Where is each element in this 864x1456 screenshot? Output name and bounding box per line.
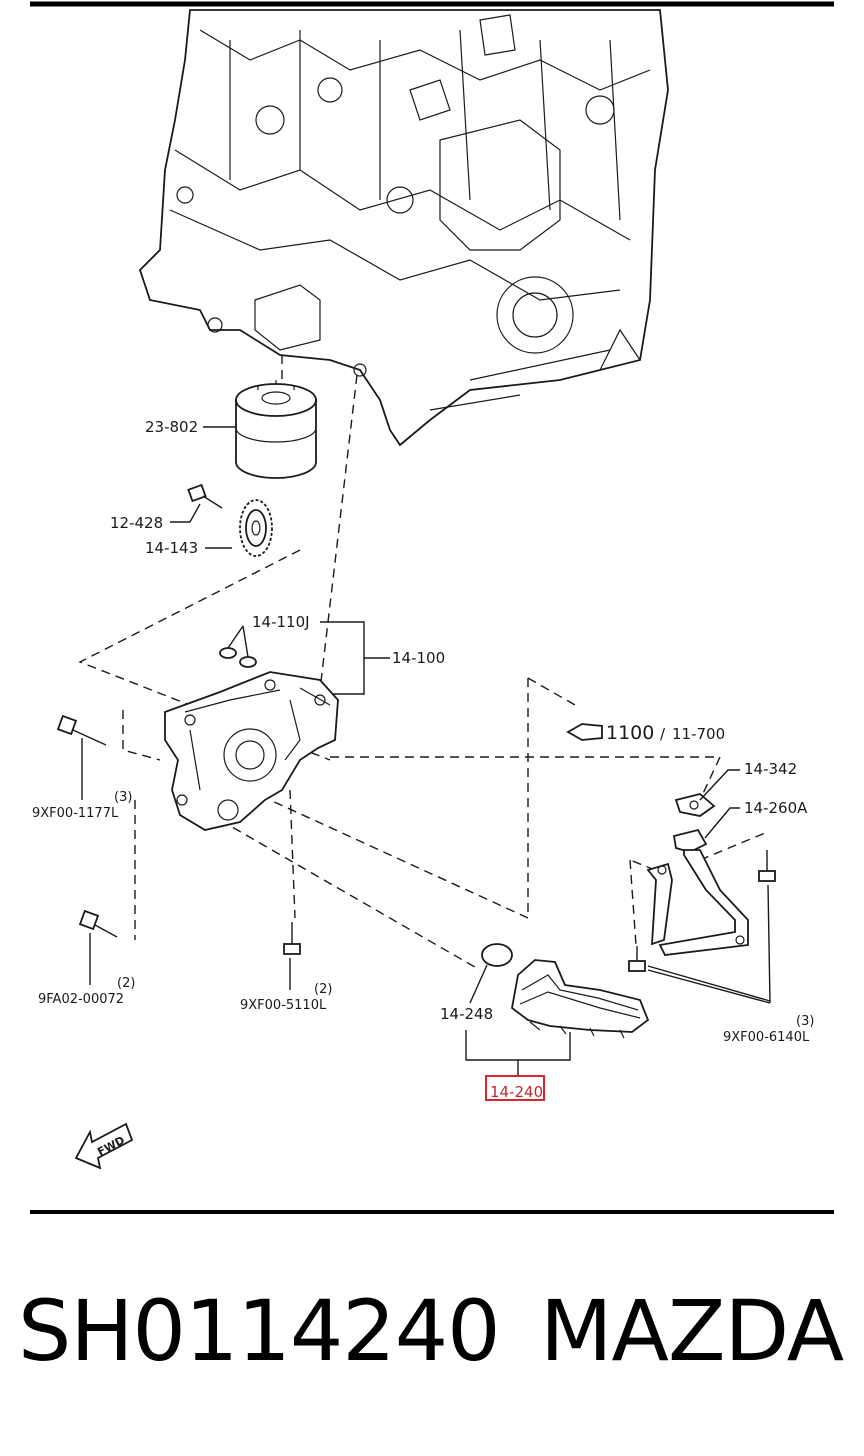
caption-brand: MAZDA — [540, 1282, 844, 1380]
ref-sub: 11-700 — [672, 725, 725, 743]
callout-pipe-260a: 14-260A — [744, 799, 808, 817]
callout-gasket-110j: 14-110J — [252, 613, 310, 631]
callout-strainer-assy: 14-240 — [490, 1083, 543, 1101]
callout-oring: 14-248 — [440, 1005, 493, 1023]
oil-pump — [164, 671, 339, 831]
gasket-110j — [219, 647, 257, 668]
bolt-12428 — [187, 483, 223, 509]
bolt-1177l — [56, 714, 107, 746]
engine-block — [138, 9, 669, 447]
bolt-5110l — [283, 922, 301, 955]
callout-gasket-342: 14-342 — [744, 760, 797, 778]
callout-bolt-6140l-qty: (3) — [796, 1014, 814, 1029]
bolt-6140l — [628, 850, 776, 972]
highlight-box — [485, 1075, 545, 1101]
caption: SH0114240 MAZDA — [0, 1282, 864, 1402]
oil-filter — [235, 355, 317, 479]
sprocket — [239, 499, 273, 557]
callout-oil-pump-assy: 14-100 — [392, 649, 445, 667]
oring — [481, 943, 513, 967]
callout-bolt-00072: 9FA02-00072 — [38, 992, 124, 1007]
callout-bolt-6140l: 9XF00-6140L — [723, 1030, 810, 1045]
callout-bolt-00072-qty: (2) — [117, 976, 135, 991]
callout-bolt-1177l-qty: (3) — [114, 790, 132, 805]
reference-arrow — [566, 723, 603, 741]
callout-bolt-5110l: 9XF00-5110L — [240, 998, 327, 1013]
callout-sprocket: 14-143 — [145, 539, 198, 557]
callout-bolt-12428: 12-428 — [110, 514, 163, 532]
callout-bolt-5110l-qty: (2) — [314, 982, 332, 997]
oil-strainer — [511, 959, 650, 1039]
gasket-342 — [674, 793, 716, 817]
ref-slash: / — [660, 725, 666, 743]
callout-oil-filter: 23-802 — [145, 418, 198, 436]
ref-main: 1100 — [606, 722, 654, 744]
fwd-arrow-icon: FWD — [74, 1122, 134, 1170]
oil-pipe — [646, 828, 749, 956]
bolt-00072 — [78, 909, 118, 938]
caption-part-number: SH0114240 — [18, 1282, 501, 1380]
callout-bolt-1177l: 9XF00-1177L — [32, 806, 119, 821]
